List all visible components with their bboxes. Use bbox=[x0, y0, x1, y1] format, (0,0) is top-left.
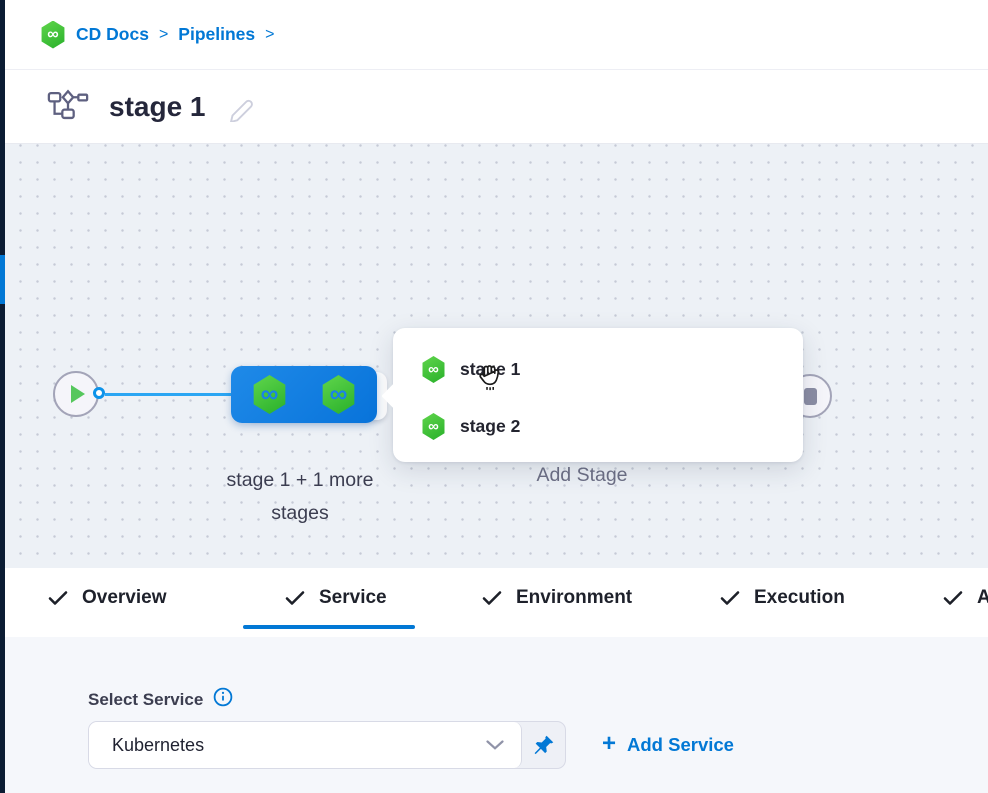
check-icon bbox=[720, 591, 740, 605]
add-service-label: Add Service bbox=[627, 734, 734, 755]
cd-stage-icon: ∞ bbox=[422, 356, 445, 383]
infinity-glyph: ∞ bbox=[260, 380, 279, 408]
tab-label: Environment bbox=[516, 587, 633, 608]
cd-stage-icon: ∞ bbox=[253, 375, 286, 414]
stop-icon bbox=[803, 387, 817, 405]
cd-stage-icon: ∞ bbox=[322, 375, 355, 414]
stage-picker-popup: ∞ stage 1 ∞ stage 2 bbox=[381, 328, 803, 462]
tab-overview[interactable]: Overview bbox=[48, 568, 167, 628]
tab-label: Overview bbox=[82, 587, 167, 608]
breadcrumb: ∞ CD Docs > Pipelines > bbox=[5, 0, 988, 70]
tab-label: Execution bbox=[754, 587, 845, 608]
active-tab-underline bbox=[243, 625, 415, 629]
infinity-glyph: ∞ bbox=[47, 25, 59, 43]
pipeline-connector-line bbox=[105, 393, 233, 396]
breadcrumb-item-cd-docs[interactable]: CD Docs bbox=[76, 24, 149, 44]
popup-item-label: stage 2 bbox=[460, 416, 521, 436]
add-service-button[interactable]: + Add Service bbox=[602, 721, 734, 769]
harness-cd-logo-icon[interactable]: ∞ bbox=[41, 20, 65, 49]
play-icon bbox=[71, 385, 85, 403]
check-icon bbox=[48, 591, 68, 605]
popup-item-stage-1[interactable]: ∞ stage 1 bbox=[421, 354, 803, 385]
tab-environment[interactable]: Environment bbox=[482, 568, 632, 628]
tab-service[interactable]: Service bbox=[285, 568, 387, 628]
popup-item-stage-2[interactable]: ∞ stage 2 bbox=[421, 411, 803, 442]
breadcrumb-item-pipelines[interactable]: Pipelines bbox=[178, 24, 256, 44]
stage-group-node[interactable]: ∞ ∞ bbox=[231, 366, 377, 423]
add-stage-label[interactable]: Add Stage bbox=[536, 464, 628, 486]
pipeline-start-node[interactable] bbox=[53, 371, 99, 417]
breadcrumb-separator: > bbox=[158, 25, 169, 43]
check-icon bbox=[943, 591, 963, 605]
pipeline-canvas: ∞ ∞ stage 1 + 1 more stages Add Stage ∞ … bbox=[5, 144, 988, 568]
left-rail-active-indicator[interactable] bbox=[0, 255, 5, 304]
breadcrumb-separator: > bbox=[265, 25, 275, 43]
cd-stage-icon: ∞ bbox=[422, 413, 445, 440]
connector-port[interactable] bbox=[93, 387, 105, 399]
stage-group-label: stage 1 + 1 more stages bbox=[226, 469, 374, 524]
service-panel: Select Service Kubernetes + Add Service bbox=[5, 637, 988, 793]
tab-advanced[interactable]: Advanced bbox=[943, 568, 988, 628]
plus-icon: + bbox=[602, 730, 617, 757]
select-service-label-row: Select Service bbox=[88, 687, 233, 712]
pipeline-graph-icon bbox=[47, 89, 89, 125]
check-icon bbox=[285, 591, 305, 605]
tab-label: Service bbox=[319, 587, 387, 608]
service-select-group: Kubernetes bbox=[88, 721, 566, 769]
pin-icon bbox=[534, 735, 554, 754]
grab-hand-cursor-icon bbox=[475, 358, 506, 397]
stage-title-bar: stage 1 bbox=[5, 70, 988, 144]
service-select-value: Kubernetes bbox=[112, 734, 205, 755]
stage-config-tab-bar: Overview Service Environment Execution A… bbox=[5, 568, 988, 637]
pin-service-button[interactable] bbox=[522, 722, 565, 768]
info-icon[interactable] bbox=[213, 687, 233, 712]
infinity-glyph: ∞ bbox=[428, 361, 439, 378]
infinity-glyph: ∞ bbox=[329, 380, 348, 408]
check-icon bbox=[482, 591, 502, 605]
infinity-glyph: ∞ bbox=[428, 418, 439, 435]
edit-stage-name-button[interactable] bbox=[228, 92, 258, 122]
page-title: stage 1 bbox=[109, 90, 206, 122]
left-nav-rail bbox=[0, 0, 5, 793]
tab-execution[interactable]: Execution bbox=[720, 568, 845, 628]
chevron-down-icon bbox=[486, 740, 504, 750]
select-service-label: Select Service bbox=[88, 689, 204, 709]
service-select-dropdown[interactable]: Kubernetes bbox=[89, 722, 522, 768]
tab-label: Advanced bbox=[977, 587, 988, 608]
